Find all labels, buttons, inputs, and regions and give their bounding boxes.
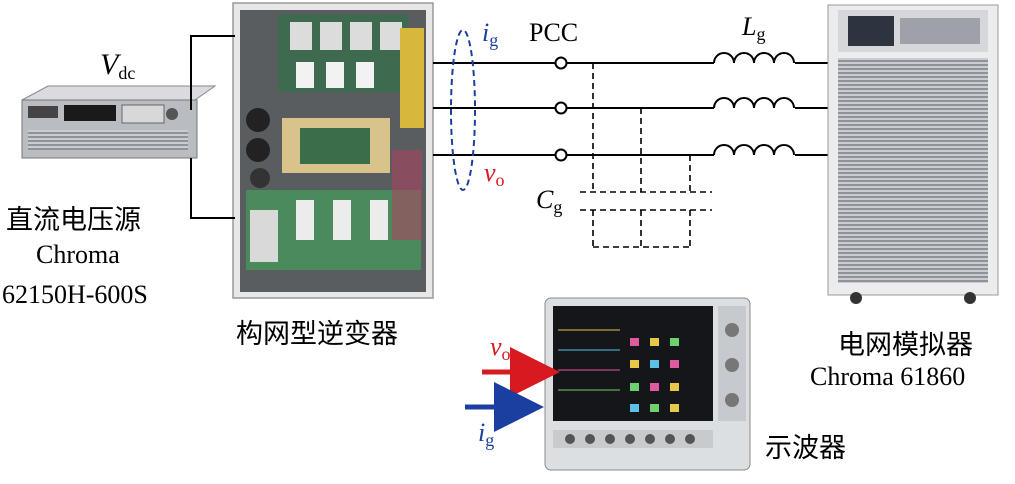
dc-source-brand: Chroma bbox=[36, 240, 120, 269]
dc-source-model: 62150H-600S bbox=[2, 280, 148, 309]
vo-arrow-label: vo bbox=[490, 332, 511, 364]
cg-label: Cg bbox=[536, 185, 563, 217]
three-phase-lines bbox=[433, 62, 833, 156]
current-probe-ellipse bbox=[450, 29, 476, 191]
vdc-label: Vdc bbox=[100, 48, 136, 83]
oscilloscope-photo bbox=[544, 297, 751, 471]
dc-power-supply-photo bbox=[21, 85, 217, 159]
vo-top-label: vo bbox=[484, 158, 505, 190]
inductor-icon bbox=[713, 52, 795, 156]
scope-name: 示波器 bbox=[765, 433, 846, 464]
ig-top-label: ig bbox=[482, 18, 499, 50]
inverter-name: 构网型逆变器 bbox=[236, 319, 398, 350]
capacitor-icon bbox=[580, 63, 712, 248]
dc-source-name: 直流电压源 bbox=[6, 205, 141, 236]
grid-sim-model: Chroma 61860 bbox=[810, 362, 966, 391]
pcc-nodes bbox=[554, 56, 568, 162]
dc-bus-wires bbox=[190, 35, 235, 219]
grid-simulator-photo bbox=[827, 4, 999, 304]
ig-arrow-label: ig bbox=[478, 418, 495, 450]
grid-sim-name: 电网模拟器 bbox=[838, 330, 973, 361]
inverter-board-photo bbox=[232, 2, 434, 299]
pcc-label: PCC bbox=[529, 18, 579, 47]
lg-label: Lg bbox=[742, 12, 766, 44]
